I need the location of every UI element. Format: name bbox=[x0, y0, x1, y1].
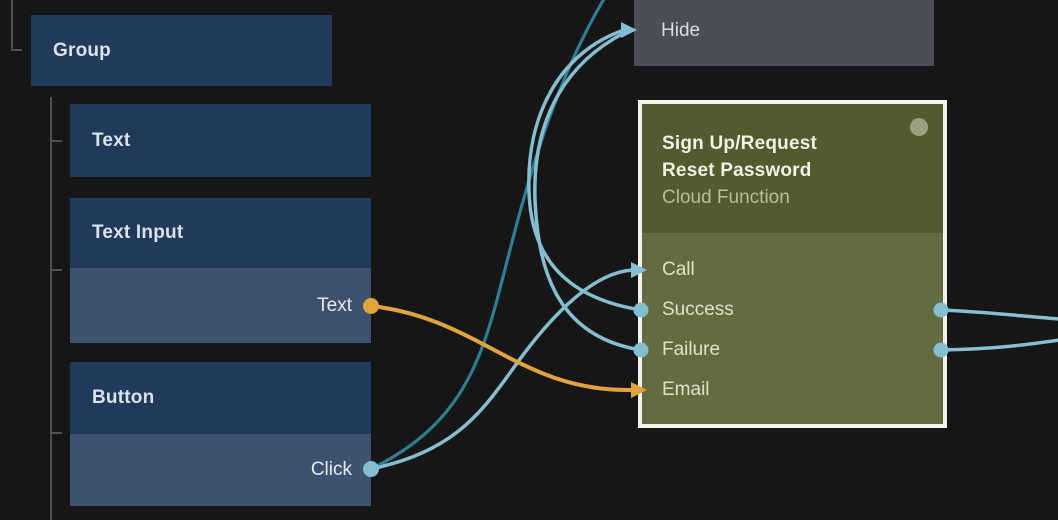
node-signup-port-list: Call Success Failure Email bbox=[642, 233, 943, 410]
port-success-label: Success bbox=[662, 299, 734, 320]
node-signup-header[interactable]: Sign Up/Request Reset Password Cloud Fun… bbox=[642, 104, 943, 233]
node-text[interactable]: Text bbox=[70, 104, 371, 177]
node-button-header[interactable]: Button bbox=[70, 362, 371, 434]
node-group[interactable]: Group bbox=[31, 15, 332, 86]
tree-connector-children-vertical bbox=[50, 97, 52, 520]
tree-connector-root-tick bbox=[11, 49, 22, 51]
wire-failure-to-offscreen-right[interactable] bbox=[940, 338, 1058, 352]
node-text-input-port-row[interactable]: Text bbox=[70, 268, 371, 343]
port-text-label: Text bbox=[317, 294, 352, 316]
wire-success-to-hide[interactable] bbox=[527, 28, 642, 312]
node-button[interactable]: Button Click bbox=[70, 362, 371, 506]
node-signup-subtitle: Cloud Function bbox=[662, 187, 790, 208]
tree-connector-tick-button bbox=[50, 432, 62, 434]
port-row-call[interactable]: Call bbox=[642, 250, 943, 290]
port-row-failure[interactable]: Failure bbox=[642, 330, 943, 370]
tree-connector-tick-text-input bbox=[50, 269, 62, 271]
port-failure-label: Failure bbox=[662, 339, 721, 360]
node-group-label: Group bbox=[53, 39, 111, 61]
node-text-label: Text bbox=[92, 129, 131, 151]
wire-failure-to-hide[interactable] bbox=[533, 31, 642, 352]
wire-text-to-email[interactable] bbox=[370, 304, 647, 398]
port-row-success[interactable]: Success bbox=[642, 290, 943, 330]
tree-connector-root-vertical bbox=[11, 0, 13, 50]
node-signup-title-line1: Sign Up/Request bbox=[662, 133, 818, 154]
node-hide[interactable]: Hide bbox=[634, 0, 934, 66]
node-signup-cloud-function[interactable]: Sign Up/Request Reset Password Cloud Fun… bbox=[638, 100, 947, 428]
node-hide-label: Hide bbox=[661, 20, 701, 41]
wire-success-to-offscreen-right[interactable] bbox=[940, 308, 1058, 321]
port-row-email[interactable]: Email bbox=[642, 370, 943, 410]
node-text-input-label: Text Input bbox=[92, 222, 184, 243]
port-call-label: Call bbox=[662, 259, 695, 280]
wire-click-to-call[interactable] bbox=[370, 262, 647, 471]
wire-click-to-offscreen-top[interactable] bbox=[370, 0, 607, 471]
status-dot bbox=[910, 118, 928, 136]
node-button-label: Button bbox=[92, 387, 155, 408]
node-signup-title-line2: Reset Password bbox=[662, 160, 812, 181]
tree-connector-tick-text bbox=[50, 140, 62, 142]
port-click-label: Click bbox=[310, 459, 352, 480]
port-email-label: Email bbox=[662, 379, 710, 400]
node-button-port-row[interactable]: Click bbox=[70, 434, 371, 506]
node-text-input[interactable]: Text Input Text bbox=[70, 198, 371, 343]
node-text-input-header[interactable]: Text Input bbox=[70, 198, 371, 268]
